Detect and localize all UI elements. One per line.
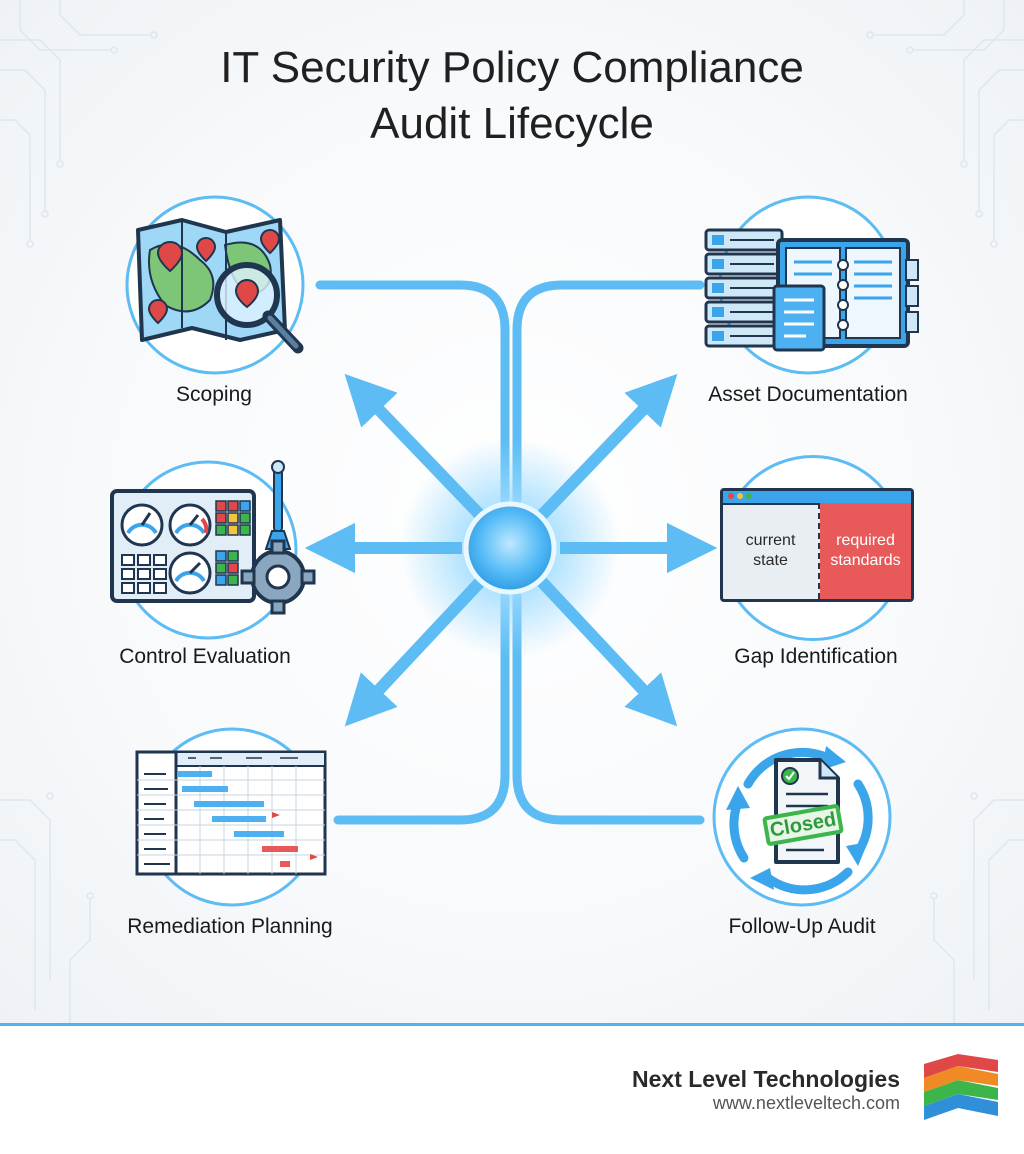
required-standards-line-1: required <box>836 532 895 549</box>
connector-remediation <box>333 591 510 825</box>
server-document-icon <box>704 195 919 375</box>
arrow-to-asset <box>537 373 678 520</box>
title-line-1: IT Security Policy Compliance <box>220 43 804 92</box>
gantt-chart-icon <box>135 727 327 907</box>
window-dot-red-icon <box>728 493 734 499</box>
window-dot-yellow-icon <box>737 493 743 499</box>
page-title: IT Security Policy Compliance Audit Life… <box>0 40 1024 152</box>
connector-scoping <box>315 280 510 505</box>
stacked-chevron-logo-icon <box>924 1054 998 1120</box>
arrow-to-remediation <box>344 577 485 727</box>
window-dot-green-icon <box>746 493 752 499</box>
hub-core <box>463 501 557 595</box>
flow-connectors <box>304 280 718 825</box>
window-titlebar <box>723 491 911 505</box>
stage-label-remediation-planning: Remediation Planning <box>127 915 333 938</box>
stage-label-scoping: Scoping <box>176 383 252 406</box>
company-name: Next Level Technologies <box>632 1066 900 1092</box>
control-panel-icon <box>110 460 316 640</box>
current-state-line-1: current <box>745 532 796 549</box>
stage-label-control-evaluation: Control Evaluation <box>119 645 291 668</box>
required-standards-line-2: standards <box>830 552 901 569</box>
company-website: www.nextleveltech.com <box>712 1093 900 1113</box>
stage-label-gap-identification: Gap Identification <box>734 645 898 668</box>
stage-label-follow-up-audit: Follow-Up Audit <box>728 915 876 938</box>
footer-divider <box>0 1023 1024 1026</box>
title-line-2: Audit Lifecycle <box>370 99 654 148</box>
connector-followup <box>512 591 705 825</box>
circuit-background-icon <box>0 0 1024 1024</box>
current-state-panel: current state <box>723 503 818 599</box>
footer <box>0 1026 1024 1154</box>
required-standards-panel: required standards <box>820 503 911 599</box>
stage-label-asset-documentation: Asset Documentation <box>708 383 908 406</box>
connector-asset <box>512 280 705 505</box>
comparison-window-icon: current state required standards <box>720 488 914 602</box>
map-magnifier-icon <box>125 195 305 375</box>
diagram-canvas: IT Security Policy Compliance Audit Life… <box>0 0 1024 1024</box>
arrow-to-scoping <box>344 373 485 520</box>
arrow-to-followup <box>537 577 678 727</box>
gap-divider <box>818 503 820 599</box>
current-state-line-2b: state <box>753 552 788 569</box>
